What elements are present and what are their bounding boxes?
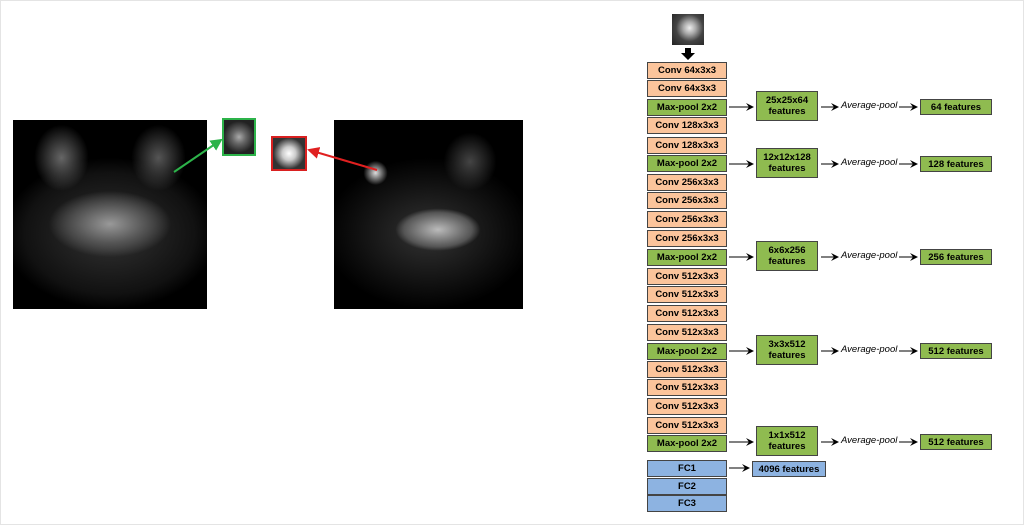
maxpool-layer: Max-pool 2x2 xyxy=(647,155,727,172)
input-patch-image xyxy=(672,14,704,45)
maxpool-layer: Max-pool 2x2 xyxy=(647,99,727,116)
conv-layer: Conv 256x3x3 xyxy=(647,211,727,228)
conv-layer: Conv 64x3x3 xyxy=(647,62,727,79)
input-down-arrow xyxy=(681,48,695,60)
benign-lesion-crop xyxy=(222,118,256,156)
malignant-arrow xyxy=(307,147,378,171)
malignant-lesion-crop xyxy=(271,136,307,171)
average-pool-label: Average-pool xyxy=(841,157,898,168)
average-pool-label: Average-pool xyxy=(841,100,898,111)
pooled-features-box: 512 features xyxy=(920,434,992,450)
average-pool-label: Average-pool xyxy=(841,250,898,261)
feature-map-box: 12x12x128 features xyxy=(756,148,818,178)
conv-layer: Conv 512x3x3 xyxy=(647,324,727,341)
conv-layer: Conv 512x3x3 xyxy=(647,379,727,396)
conv-layer: Conv 128x3x3 xyxy=(647,117,727,134)
conv-layer: Conv 512x3x3 xyxy=(647,361,727,378)
conv-layer: Conv 512x3x3 xyxy=(647,417,727,434)
fc-features-box: 4096 features xyxy=(752,461,826,477)
maxpool-layer: Max-pool 2x2 xyxy=(647,249,727,266)
average-pool-label: Average-pool xyxy=(841,435,898,446)
feature-map-box: 3x3x512 features xyxy=(756,335,818,365)
average-pool-label: Average-pool xyxy=(841,344,898,355)
maxpool-layer: Max-pool 2x2 xyxy=(647,343,727,360)
conv-layer: Conv 512x3x3 xyxy=(647,268,727,285)
conv-layer: Conv 512x3x3 xyxy=(647,398,727,415)
fc-layer: FC1 xyxy=(647,460,727,477)
conv-layer: Conv 256x3x3 xyxy=(647,174,727,191)
conv-layer: Conv 64x3x3 xyxy=(647,80,727,97)
conv-layer: Conv 256x3x3 xyxy=(647,230,727,247)
mri-image-right xyxy=(334,120,523,309)
conv-layer: Conv 512x3x3 xyxy=(647,286,727,303)
fc-layer: FC2 xyxy=(647,478,727,495)
feature-map-box: 1x1x512 features xyxy=(756,426,818,456)
feature-map-box: 25x25x64 features xyxy=(756,91,818,121)
benign-arrow xyxy=(173,138,223,173)
conv-layer: Conv 128x3x3 xyxy=(647,137,727,154)
maxpool-layer: Max-pool 2x2 xyxy=(647,435,727,452)
feature-map-box: 6x6x256 features xyxy=(756,241,818,271)
pooled-features-box: 128 features xyxy=(920,156,992,172)
conv-layer: Conv 512x3x3 xyxy=(647,305,727,322)
conv-layer: Conv 256x3x3 xyxy=(647,192,727,209)
pooled-features-box: 64 features xyxy=(920,99,992,115)
pooled-features-box: 256 features xyxy=(920,249,992,265)
fc-layer: FC3 xyxy=(647,495,727,512)
mri-image-left xyxy=(13,120,207,309)
pooled-features-box: 512 features xyxy=(920,343,992,359)
